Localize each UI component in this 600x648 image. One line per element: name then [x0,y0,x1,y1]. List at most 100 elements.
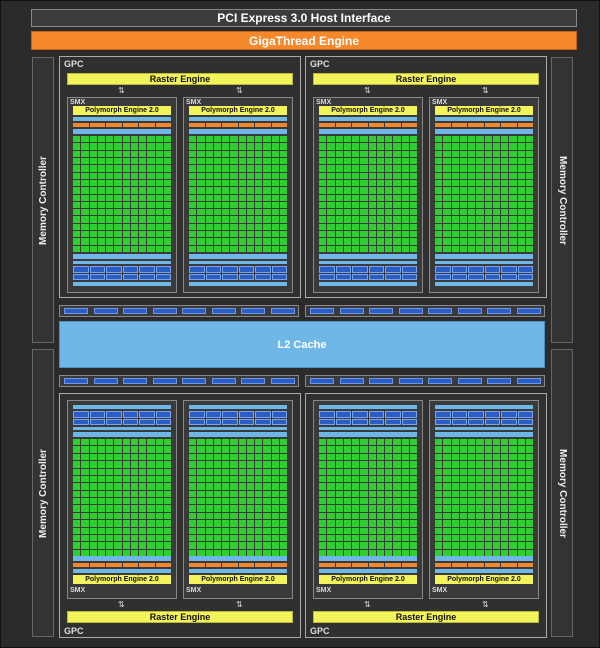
l2-port-block [428,308,452,314]
cuda-core [97,505,105,512]
cuda-core [360,187,368,194]
cuda-core [130,238,138,245]
cuda-core [73,223,81,231]
cuda-core [435,505,443,512]
cuda-core [509,231,517,238]
cuda-core [271,194,279,201]
memory-controller-bottom-right: Memory Controller [551,349,573,637]
l2-port-block [123,308,147,314]
cuda-core [255,136,263,143]
cuda-core-grid [189,439,287,556]
cuda-core [106,475,114,483]
cuda-core [352,172,360,179]
cuda-core [246,453,254,461]
load-store-unit [139,418,155,425]
cuda-core [279,209,287,216]
polymorph-engine: Polymorph Engine 2.0 [73,106,171,115]
cuda-core [335,512,343,520]
cuda-core [385,483,393,490]
cuda-core [459,461,467,468]
load-store-unit [89,266,105,273]
l2-port-block [487,378,511,384]
cuda-core [484,453,492,461]
cuda-core [517,245,525,252]
cuda-core [360,498,368,505]
cuda-core [147,223,155,231]
cuda-core [81,194,89,201]
cuda-core [525,453,533,461]
cuda-core [459,136,467,143]
cuda-core [238,179,246,187]
cuda-core [443,136,451,143]
cuda-core [238,238,246,245]
cuda-core [97,453,105,461]
cuda-core [385,549,393,556]
cuda-core [106,498,114,505]
load-store-unit [517,273,533,280]
cuda-core [163,490,171,497]
smx-label: SMX [70,99,86,106]
load-store-unit [352,418,368,425]
cuda-core-grid [189,136,287,252]
cuda-core [476,520,484,527]
cuda-core [205,150,213,157]
cuda-core [476,549,484,556]
cuda-core [238,143,246,150]
instruction-cache [319,117,417,121]
bidirectional-arrow-icon: ⇅ [236,86,243,95]
cuda-core [376,549,384,556]
cuda-core [189,483,197,490]
cuda-core [147,446,155,453]
cuda-core [73,231,81,238]
cuda-core [130,498,138,505]
cuda-core [263,201,271,209]
cuda-core [238,468,246,475]
texture-cache [435,432,533,437]
cuda-core [73,446,81,453]
cuda-core [501,223,509,231]
cuda-core [222,527,230,534]
cuda-core [106,209,114,216]
cuda-core [501,187,509,194]
cuda-core [222,446,230,453]
cuda-core [189,231,197,238]
warp-scheduler-block [255,123,271,127]
cuda-core [114,216,122,223]
cuda-core [122,201,130,209]
cuda-core [147,439,155,446]
cuda-core [271,136,279,143]
load-store-unit [484,411,500,418]
warp-scheduler-block [451,123,467,127]
load-store-unit [352,411,368,418]
cuda-core [271,143,279,150]
cuda-core [238,245,246,252]
cuda-core [368,157,376,165]
load-store-unit [255,418,271,425]
cuda-core [263,150,271,157]
cuda-core [263,505,271,512]
l2-port-block [152,378,177,384]
cuda-core [517,194,525,201]
cuda-core [509,468,517,475]
cuda-core [106,534,114,542]
cuda-core [246,223,254,231]
cuda-core [443,527,451,534]
cuda-core [360,136,368,143]
cuda-core [155,157,163,165]
cuda-core [155,534,163,542]
cuda-core [271,231,279,238]
cuda-core [114,549,122,556]
cuda-core [327,245,335,252]
cuda-core [189,223,197,231]
cuda-core [393,172,401,179]
cuda-core [376,527,384,534]
cuda-core [213,216,221,223]
cuda-core [385,461,393,468]
cuda-core [106,512,114,520]
cuda-core [139,201,147,209]
l2-port-block [310,308,334,314]
cuda-core [459,245,467,252]
cuda-core [451,527,459,534]
